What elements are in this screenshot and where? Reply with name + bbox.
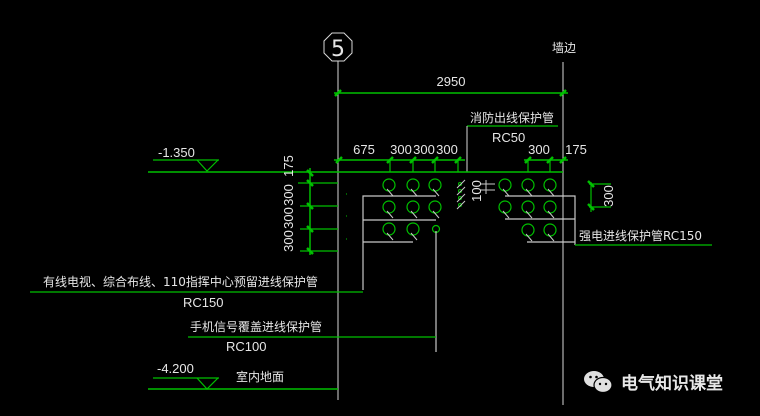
- conduit-circle: [543, 178, 557, 192]
- watermark-text: 电气知识课堂: [621, 374, 723, 394]
- conduit-tail: [502, 188, 510, 197]
- right-vertical-dim: 300: [587, 180, 616, 212]
- dim-v-175: 175: [281, 155, 296, 177]
- conduit-tail: [502, 210, 510, 219]
- elevation-marker-bottom: -4.200 室内地面: [148, 361, 338, 390]
- dim-300-a: 300: [390, 142, 412, 157]
- elevation-marker-top: -1.350: [153, 145, 219, 172]
- conduit-circle: [406, 222, 420, 236]
- conduit-tail: [432, 210, 440, 219]
- fire-pipe-spec: RC50: [492, 130, 525, 145]
- conduit-circle: [543, 223, 557, 237]
- dim-300-c: 300: [436, 142, 458, 157]
- conduit-tail: [410, 210, 418, 219]
- conduit-tail: [410, 232, 418, 241]
- dim-v-300-c: 300: [281, 230, 296, 252]
- conduit-tail: [525, 210, 533, 219]
- catv-pipe-spec: RC150: [183, 295, 223, 310]
- conduit-circle: [543, 200, 557, 214]
- overall-dimension-text: 2950: [437, 74, 466, 89]
- conduit-circle: [382, 222, 396, 236]
- left-conduit-group: [382, 178, 442, 241]
- right-conduit-group: [498, 178, 557, 242]
- dim-300-right: 300: [528, 142, 550, 157]
- conduit-tail: [525, 233, 533, 242]
- elevation-bottom-text: -4.200: [157, 361, 194, 376]
- overall-dimension: 2950: [334, 74, 568, 97]
- watermark: 电气知识课堂: [583, 369, 723, 394]
- center-small-conduits: 100: [456, 179, 495, 210]
- conduit-tail: [386, 188, 394, 197]
- fire-pipe-label: 消防出线保护管: [470, 110, 554, 125]
- conduit-circle: [521, 178, 535, 192]
- dim-v-300-right: 300: [601, 185, 616, 207]
- conduit-tail: [386, 210, 394, 219]
- axis-label: 5: [331, 37, 345, 62]
- dim-100: 100: [469, 180, 484, 202]
- conduit-circle: [382, 178, 396, 192]
- conduit-tail: [410, 188, 418, 197]
- wechat-icon: [584, 370, 613, 393]
- conduit-tail: [386, 232, 394, 241]
- wall-edge-label: 墙边: [552, 41, 576, 55]
- conduit-circle: [498, 200, 512, 214]
- conduit-circle: [521, 223, 535, 237]
- conduit-circle: [428, 200, 442, 214]
- axis-bubble: 5: [323, 32, 353, 62]
- conduit-tail: [525, 188, 533, 197]
- dim-175-right: 175: [565, 142, 587, 157]
- conduit-tail: [547, 188, 555, 197]
- top-dimension-chain: 675 300 300 300 300 175: [334, 142, 587, 172]
- conduit-circle: [406, 178, 420, 192]
- conduit-circle: [382, 200, 396, 214]
- conduit-tail: [432, 188, 440, 197]
- mobile-pipe-label: 手机信号覆盖进线保护管: [190, 319, 322, 334]
- left-conduit-brackets: [362, 195, 437, 352]
- conduit-circle: [521, 200, 535, 214]
- dim-v-300-b: 300: [281, 207, 296, 229]
- left-vertical-dims: 175 300 300 300: [281, 155, 347, 255]
- conduit-tail: [547, 210, 555, 219]
- power-pipe-label: 强电进线保护管RC150: [579, 228, 702, 243]
- elevation-top-text: -1.350: [158, 145, 195, 160]
- mobile-pipe-spec: RC100: [226, 339, 266, 354]
- conduit-tail: [547, 233, 555, 242]
- dim-675: 675: [353, 142, 375, 157]
- dim-300-b: 300: [413, 142, 435, 157]
- conduit-circle: [406, 200, 420, 214]
- floor-label: 室内地面: [236, 369, 284, 384]
- conduit-circle: [428, 178, 442, 192]
- conduit-circle: [498, 178, 512, 192]
- catv-pipe-label: 有线电视、综合布线、110指挥中心预留进线保护管: [43, 274, 318, 289]
- dim-v-300-a: 300: [281, 184, 296, 206]
- right-conduit-brackets: [505, 195, 576, 245]
